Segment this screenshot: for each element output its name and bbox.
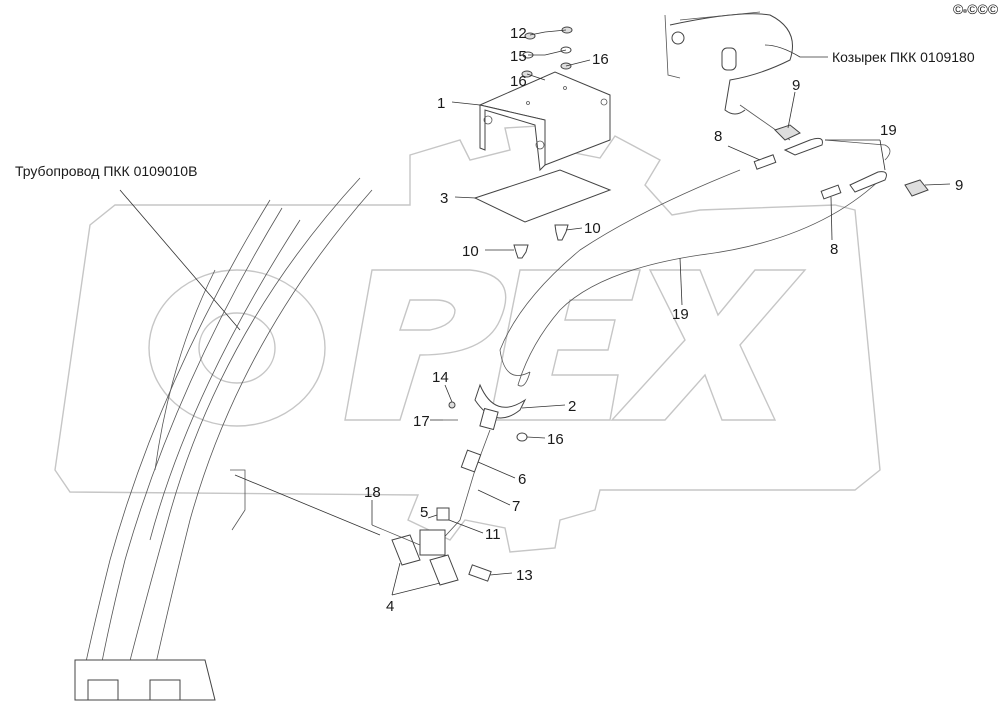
watermark-ring-outer: [148, 269, 326, 427]
callout-c16b: 16: [592, 51, 609, 68]
callout-c6: 6: [518, 471, 526, 488]
screws: [513, 224, 569, 259]
callout-c7: 7: [512, 498, 520, 515]
watermark-letter-e: [489, 269, 641, 421]
visor-label: Козырек ПКК 0109180: [832, 49, 975, 65]
callout-c19b: 19: [672, 306, 689, 323]
watermark-letter-p: [344, 269, 507, 421]
callout-c10b: 10: [584, 220, 601, 237]
pipeline-frame: [74, 177, 373, 701]
callout-c11: 11: [485, 526, 501, 543]
cover-part: [478, 71, 611, 172]
watermark-letter-x: [610, 269, 807, 421]
callout-c4: 4: [386, 598, 394, 615]
pipeline-label: Трубопровод ПКК 0109010В: [15, 163, 197, 179]
watermark-gear: [54, 124, 881, 553]
visor-part: © ©©©: [664, 1, 999, 115]
corner-mark: © ©©©: [953, 1, 999, 17]
watermark-ring-inner: [198, 312, 276, 384]
callout-c16c: 16: [547, 431, 564, 448]
callout-c12: 12: [510, 25, 527, 42]
callout-c3: 3: [440, 190, 448, 207]
callout-c13: 13: [516, 567, 533, 584]
leader-lines: [119, 29, 951, 596]
callout-numbers: 12 15 16 16 1 3 10 10 9 9 8 8 19 19 14 1…: [364, 25, 963, 615]
callout-c14: 14: [432, 369, 449, 386]
callout-c5: 5: [420, 504, 428, 521]
callout-c10a: 10: [462, 243, 479, 260]
callout-c9b: 9: [955, 177, 963, 194]
callout-c1: 1: [437, 95, 445, 112]
callout-c18: 18: [364, 484, 381, 501]
callout-c8a: 8: [714, 128, 722, 145]
callout-c16a: 16: [510, 73, 527, 90]
callout-c2: 2: [568, 398, 576, 415]
fastener-stack: [521, 26, 573, 78]
callout-c9a: 9: [792, 77, 800, 94]
callout-c8b: 8: [830, 241, 838, 258]
plate-part: [473, 169, 612, 223]
callout-c19a: 19: [880, 122, 897, 139]
cable-assembly: [499, 104, 929, 387]
callout-c15: 15: [510, 48, 527, 65]
lever-mechanism: [371, 383, 528, 586]
callout-c17: 17: [413, 413, 430, 430]
